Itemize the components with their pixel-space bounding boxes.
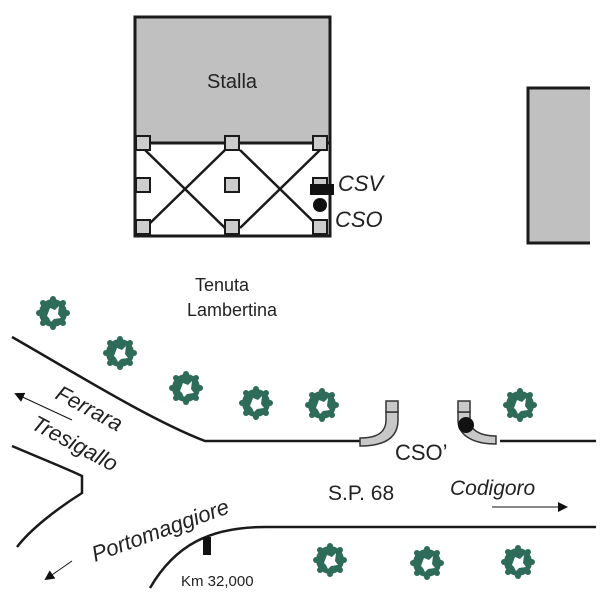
tree-icon	[503, 388, 537, 422]
tree-icon	[410, 546, 444, 580]
roads	[11, 335, 596, 589]
road-label: S.P. 68	[328, 482, 394, 505]
secondary-building	[526, 86, 590, 245]
tree-icon	[501, 545, 535, 579]
tree-icon	[36, 296, 70, 330]
stalla-building: Stalla	[133, 15, 332, 238]
km-marker-label: Km 32,000	[181, 573, 254, 590]
cso-prime-culvert	[359, 400, 497, 447]
cso-label: CSO	[335, 207, 383, 232]
portomaggiore-arrow-icon	[44, 560, 73, 581]
ferrara-arrow-icon	[14, 392, 73, 421]
pillars	[135, 135, 328, 235]
tree-icon	[169, 371, 203, 405]
cso-sampling-point-icon	[313, 198, 327, 212]
km-marker-icon	[203, 537, 211, 555]
road-tresigallo-edge	[11, 444, 84, 548]
cso-prime-label: CSO’	[395, 440, 448, 465]
tree-icon	[313, 543, 347, 577]
cso-prime-sampling-point-icon	[458, 417, 474, 433]
road-upper-edge-west	[11, 335, 360, 443]
stalla-label: Stalla	[207, 71, 258, 93]
tree-icon	[239, 386, 273, 420]
csv-label: CSV	[338, 171, 386, 196]
estate-label-line2: Lambertina	[187, 300, 278, 320]
dest-codigoro-label: Codigoro	[450, 477, 536, 500]
csv-sampling-point-icon	[310, 184, 334, 195]
road-lower-edge	[148, 525, 596, 589]
tree-icon	[305, 388, 339, 422]
tree-icon	[103, 336, 137, 370]
estate-label-line1: Tenuta	[195, 275, 250, 295]
dest-portomaggiore-label: Portomaggiore	[88, 494, 232, 567]
